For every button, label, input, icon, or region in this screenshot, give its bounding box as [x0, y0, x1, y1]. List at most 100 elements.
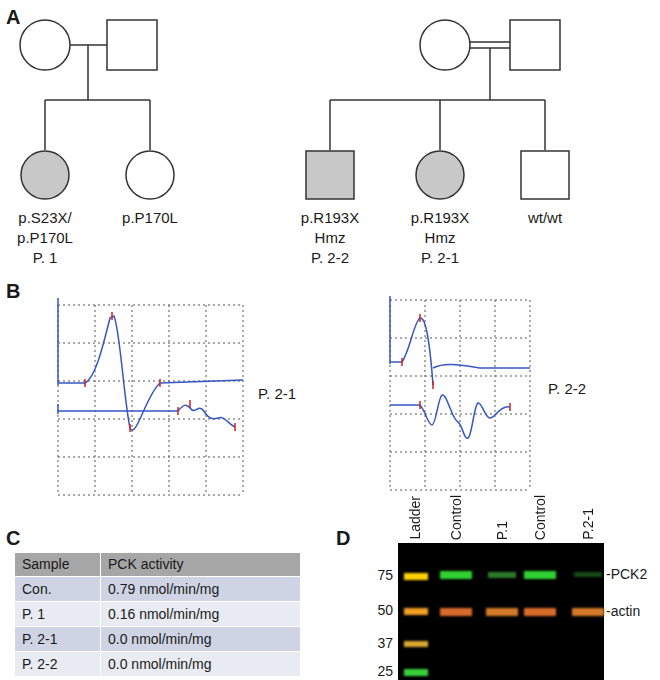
sibship-line	[330, 99, 545, 101]
individual-symbol	[20, 150, 70, 200]
ladder-band	[404, 641, 428, 647]
ladder-band	[404, 608, 428, 615]
pedigree-individual: p.R193X HmzP. 2-2	[305, 150, 355, 200]
trace-curve	[58, 405, 235, 427]
marker-tick	[111, 312, 113, 320]
marker-tick	[234, 423, 236, 431]
descent-line	[87, 45, 89, 100]
lane-label: Ladder	[407, 496, 423, 540]
actin-band	[524, 608, 556, 616]
genotype-label: wt/wt	[504, 208, 586, 228]
ladder-band	[404, 573, 428, 580]
trace-markers	[85, 312, 510, 432]
trace-grid-right	[390, 300, 530, 490]
trace-curve	[58, 316, 243, 430]
unaffected-male-symbol	[521, 151, 569, 199]
panel-letter: D	[336, 527, 350, 550]
marker-tick	[189, 400, 191, 408]
actin-band	[572, 608, 604, 616]
trace-curve	[390, 318, 433, 385]
band-label: -PCK2	[606, 566, 647, 582]
individual-symbol	[125, 150, 175, 200]
trace-axis	[57, 298, 59, 385]
genotype-label-group: p.S23X/ p.P170LP. 1	[4, 208, 86, 268]
mother-symbol	[20, 20, 70, 70]
trace-axis	[389, 296, 391, 364]
grid-line	[132, 305, 133, 495]
child-line	[544, 100, 546, 150]
size-marker: 25	[377, 663, 393, 679]
affected-male-symbol	[306, 151, 354, 199]
father-symbol	[107, 20, 157, 70]
father-symbol	[510, 20, 560, 70]
marker-tick	[419, 401, 421, 409]
band-label: -actin	[606, 603, 640, 619]
grid-line	[58, 305, 243, 306]
grid-line	[390, 414, 530, 415]
grid-line	[95, 305, 96, 495]
mother-symbol	[420, 20, 470, 70]
pck2-band	[524, 571, 556, 579]
table-header-cell: PCK activity	[101, 553, 300, 576]
genotype-label: p.S23X/ p.P170L	[4, 208, 86, 248]
patient-id: P. 2-2	[289, 248, 371, 268]
ladder-band	[404, 669, 428, 676]
grid-line	[495, 300, 496, 490]
affected-female-symbol	[21, 151, 69, 199]
lane-label: P.1	[494, 521, 510, 540]
grid-line	[390, 376, 530, 377]
nerve-traces-left	[58, 298, 243, 430]
trace-label: P. 2-2	[548, 380, 586, 397]
affected-female-symbol	[416, 151, 464, 199]
table-cell: P. 1	[15, 602, 100, 626]
lane-label: P.2-1	[580, 508, 596, 540]
child-line	[329, 100, 331, 150]
pck2-band	[574, 572, 602, 577]
grid-line	[169, 305, 170, 495]
table-header-cell: Sample	[15, 553, 100, 576]
grid-line	[206, 305, 207, 495]
marker-tick	[401, 358, 403, 366]
pedigree-right	[330, 20, 560, 150]
marker-tick	[419, 314, 421, 322]
lane-label: Control	[532, 495, 548, 540]
grid-line	[425, 300, 426, 490]
individual-symbol	[520, 150, 570, 200]
child-line	[439, 100, 441, 150]
sibship-line	[45, 99, 150, 101]
grid-line	[460, 300, 461, 490]
panel-letter: C	[6, 527, 20, 550]
marker-tick	[509, 403, 511, 411]
child-line	[44, 100, 46, 150]
grid-line	[530, 300, 531, 490]
actin-band	[486, 608, 518, 616]
genotype-label-group: p.P170L	[109, 208, 191, 228]
individual-symbol	[415, 150, 465, 200]
trace-axis	[57, 404, 59, 414]
panel-letter: B	[6, 280, 20, 303]
table-cell: 0.0 nmol/min/mg	[101, 627, 300, 651]
grid-line	[58, 495, 243, 496]
nerve-traces-right	[390, 296, 530, 438]
pck2-band	[440, 571, 472, 579]
genotype-label: p.P170L	[109, 208, 191, 228]
child-line	[149, 100, 151, 150]
grid-line	[390, 300, 530, 301]
table-cell: Con.	[15, 577, 100, 601]
trace-grid-left	[58, 305, 243, 495]
genotype-label: p.R193X Hmz	[289, 208, 371, 248]
unaffected-female-symbol	[126, 151, 174, 199]
patient-id: P. 1	[4, 248, 86, 268]
pedigree-individual: wt/wt	[520, 150, 570, 200]
patient-id: P. 2-1	[399, 248, 481, 268]
table-cell: P. 2-1	[15, 627, 100, 651]
pedigree-individual: p.S23X/ p.P170LP. 1	[20, 150, 70, 200]
size-marker: 75	[377, 567, 393, 583]
grid-line	[390, 452, 530, 453]
size-marker: 37	[377, 635, 393, 651]
table-cell: 0.79 nmol/min/mg	[101, 577, 300, 601]
grid-line	[243, 305, 244, 495]
marker-tick	[129, 424, 131, 432]
pck2-band	[488, 572, 516, 578]
table-cell: P. 2-2	[15, 652, 100, 676]
